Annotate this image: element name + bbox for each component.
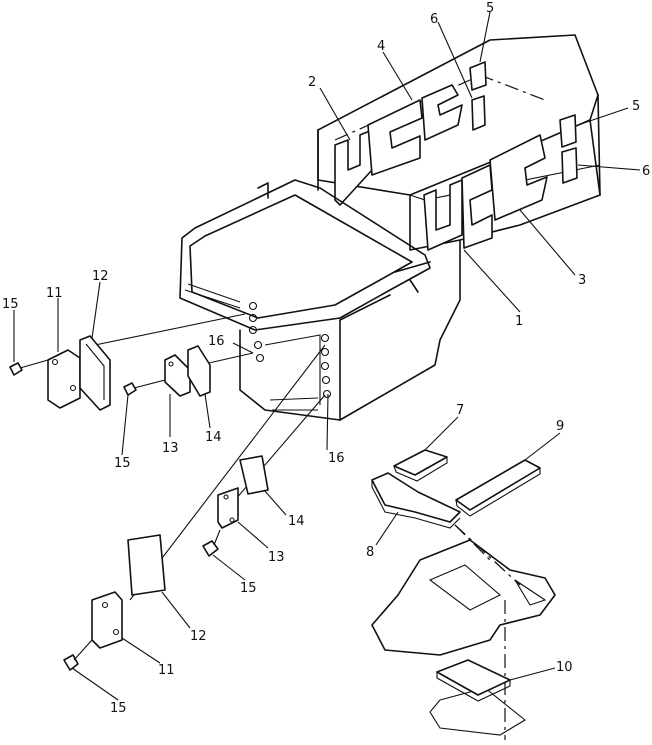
bolt-15-lower [202, 529, 221, 557]
decal-6-right [561, 147, 578, 184]
callout-5-top: 5 [486, 1, 494, 16]
decal-3 [489, 134, 548, 221]
callout-15-bottom: 15 [110, 701, 127, 716]
callout-14-upper: 14 [205, 430, 222, 445]
floor-section-right [371, 524, 556, 740]
cover-plate-13-upper [164, 354, 191, 397]
decal-6-top [471, 95, 486, 131]
bolt-15-upper [9, 359, 49, 376]
callout-6-right: 6 [642, 164, 650, 179]
callout-16-right: 16 [328, 451, 345, 466]
callout-12-upper: 12 [92, 269, 109, 284]
callout-11-upper: 11 [46, 286, 63, 301]
cover-plate-11-upper [47, 349, 81, 409]
decal-2 [334, 129, 373, 206]
callout-13-lower: 13 [268, 550, 285, 565]
decal-4 [367, 84, 463, 176]
callout-numbers: 1 2 3 4 5 5 6 6 7 8 9 10 11 11 12 12 13 … [2, 1, 650, 716]
mat-10 [436, 659, 511, 702]
callout-1: 1 [515, 314, 523, 329]
mat-9 [455, 459, 541, 517]
leader-line [94, 313, 246, 346]
floor-frame [179, 179, 431, 421]
callout-15-upper: 15 [2, 297, 19, 312]
callout-2: 2 [308, 75, 316, 90]
callout-5-right: 5 [632, 99, 640, 114]
decal-5-right [559, 114, 577, 148]
cover-plate-11-lower [91, 591, 123, 649]
decal-1 [423, 164, 493, 251]
callout-14-lower: 14 [288, 514, 305, 529]
callout-4: 4 [377, 39, 385, 54]
gasket-14-lower [239, 455, 269, 495]
callout-10: 10 [556, 660, 573, 675]
callout-3: 3 [578, 273, 586, 288]
cover-plate-13-lower [217, 487, 239, 529]
callout-16-left: 16 [208, 334, 225, 349]
callout-8: 8 [366, 545, 374, 560]
bolt-15-bottom [63, 639, 93, 671]
gasket-12-upper [79, 335, 111, 411]
callout-15-mid: 15 [114, 456, 131, 471]
callout-leaders [13, 11, 641, 701]
gasket-12-lower [127, 534, 166, 596]
callout-13-upper: 13 [162, 441, 179, 456]
mat-7 [393, 449, 448, 482]
gasket-14-upper [187, 345, 211, 397]
callout-7: 7 [456, 403, 464, 418]
decal-5-top [469, 61, 487, 91]
callout-15-lower: 15 [240, 581, 257, 596]
callout-9: 9 [556, 419, 564, 434]
bolt-15-mid [123, 379, 166, 396]
callout-12-lower: 12 [190, 629, 207, 644]
mat-8 [371, 472, 461, 529]
callout-6-top: 6 [430, 12, 438, 27]
callout-11-lower: 11 [158, 663, 175, 678]
